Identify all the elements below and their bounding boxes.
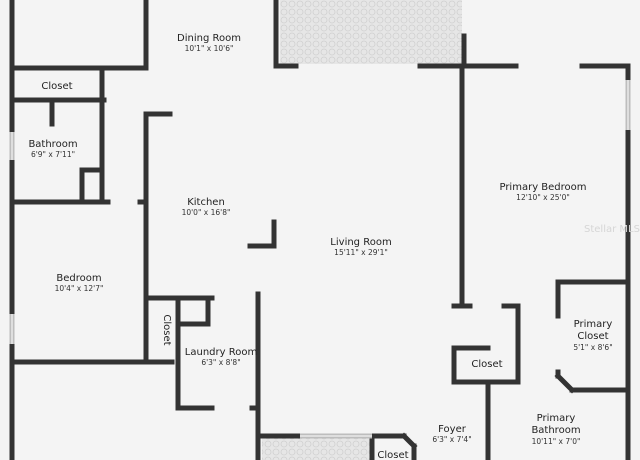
bathroom-label: Bathroom xyxy=(28,139,77,150)
watermark: Stellar MLS xyxy=(584,224,640,235)
room-living: Living Room 15'11" x 29'1" xyxy=(330,237,391,257)
primary-closet-label-1: Primary xyxy=(574,319,613,330)
dining-room-dims: 10'1" x 10'6" xyxy=(185,44,234,53)
room-primary-bathroom: Primary Bathroom 10'11" x 7'0" xyxy=(531,413,580,446)
foyer-dims: 6'3" x 7'4" xyxy=(432,435,471,444)
patio-top xyxy=(280,0,462,64)
bedroom-label: Bedroom xyxy=(56,273,101,284)
room-kitchen: Kitchen 10'0" x 16'8" xyxy=(182,197,231,217)
primary-bathroom-label-1: Primary xyxy=(537,413,576,424)
bathroom-dims: 6'9" x 7'11" xyxy=(31,150,75,159)
room-dining: Dining Room 10'1" x 10'6" xyxy=(177,33,241,53)
closet-vertical-label: Closet xyxy=(161,314,172,345)
room-primary-bedroom: Primary Bedroom 12'10" x 25'0" xyxy=(499,182,586,202)
laundry-room-label: Laundry Room xyxy=(185,347,257,358)
room-primary-closet: Primary Closet 5'1" x 8'6" xyxy=(573,319,612,352)
room-laundry: Laundry Room 6'3" x 8'8" xyxy=(185,347,257,367)
kitchen-dims: 10'0" x 16'8" xyxy=(182,208,231,217)
primary-closet-dims: 5'1" x 8'6" xyxy=(573,343,612,352)
closet-bottom-label: Closet xyxy=(377,450,408,460)
primary-bathroom-dims: 10'11" x 7'0" xyxy=(532,437,581,446)
closet-top-left-label: Closet xyxy=(41,81,72,92)
windows xyxy=(9,80,631,439)
primary-bedroom-dims: 12'10" x 25'0" xyxy=(516,193,570,202)
closet-mid-label: Closet xyxy=(471,359,502,370)
kitchen-label: Kitchen xyxy=(187,197,225,208)
primary-closet-label-2: Closet xyxy=(577,331,608,342)
laundry-room-dims: 6'3" x 8'8" xyxy=(201,358,240,367)
room-foyer: Foyer 6'3" x 7'4" xyxy=(432,424,471,444)
foyer-label: Foyer xyxy=(438,424,467,435)
room-bathroom: Bathroom 6'9" x 7'11" xyxy=(28,139,77,159)
primary-bedroom-label: Primary Bedroom xyxy=(499,182,586,193)
bedroom-dims: 10'4" x 12'7" xyxy=(55,284,104,293)
walls xyxy=(9,0,631,460)
living-room-label: Living Room xyxy=(330,237,391,248)
room-bedroom: Bedroom 10'4" x 12'7" xyxy=(55,273,104,293)
patio-bottom xyxy=(262,436,372,460)
living-room-dims: 15'11" x 29'1" xyxy=(334,248,388,257)
primary-bathroom-label-2: Bathroom xyxy=(531,425,580,436)
dining-room-label: Dining Room xyxy=(177,33,241,44)
